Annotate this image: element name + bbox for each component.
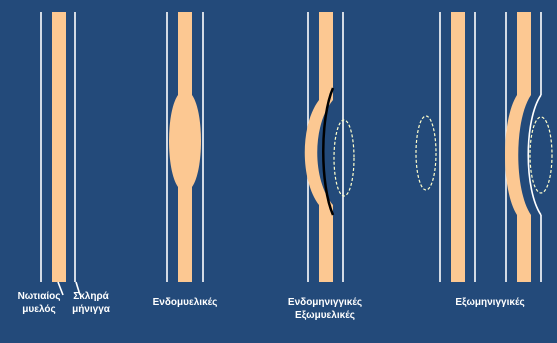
label-dura-line-1: Σκληρά <box>66 290 116 303</box>
label-intradural-line-1: Ενδομηνιγγικές <box>270 296 380 309</box>
label-intramedullary: Ενδομυελικές <box>140 296 230 309</box>
label-spinal-cord-line-2: μυελός <box>10 303 68 316</box>
compressed-spinal-cord <box>505 12 531 282</box>
extradural-lesion <box>530 117 552 193</box>
panel-normal <box>41 12 80 295</box>
label-extradural: Εξωμηνιγγικές <box>440 296 540 309</box>
panel-extradural <box>416 12 552 282</box>
label-spinal-cord: Νωτιαίος μυελός <box>10 290 68 316</box>
label-intradural-line-2: Εξωμυελικές <box>270 309 380 322</box>
spinal-cord <box>451 12 465 282</box>
panel-intradural-extramedullary <box>305 12 354 282</box>
panel-intramedullary <box>167 12 203 282</box>
extradural-lesion-standalone <box>416 116 436 190</box>
intramedullary-lesion <box>169 95 201 187</box>
label-dura-line-2: μήνιγγα <box>66 303 116 316</box>
label-dura: Σκληρά μήνιγγα <box>66 290 116 316</box>
spinal-cord <box>52 12 66 282</box>
label-intramedullary-text: Ενδομυελικές <box>140 296 230 309</box>
label-spinal-cord-line-1: Νωτιαίος <box>10 290 68 303</box>
label-extradural-text: Εξωμηνιγγικές <box>440 296 540 309</box>
displaced-spinal-cord <box>305 12 333 282</box>
intradural-extramedullary-lesion <box>334 120 354 196</box>
label-intradural-extramedullary: Ενδομηνιγγικές Εξωμυελικές <box>270 296 380 322</box>
